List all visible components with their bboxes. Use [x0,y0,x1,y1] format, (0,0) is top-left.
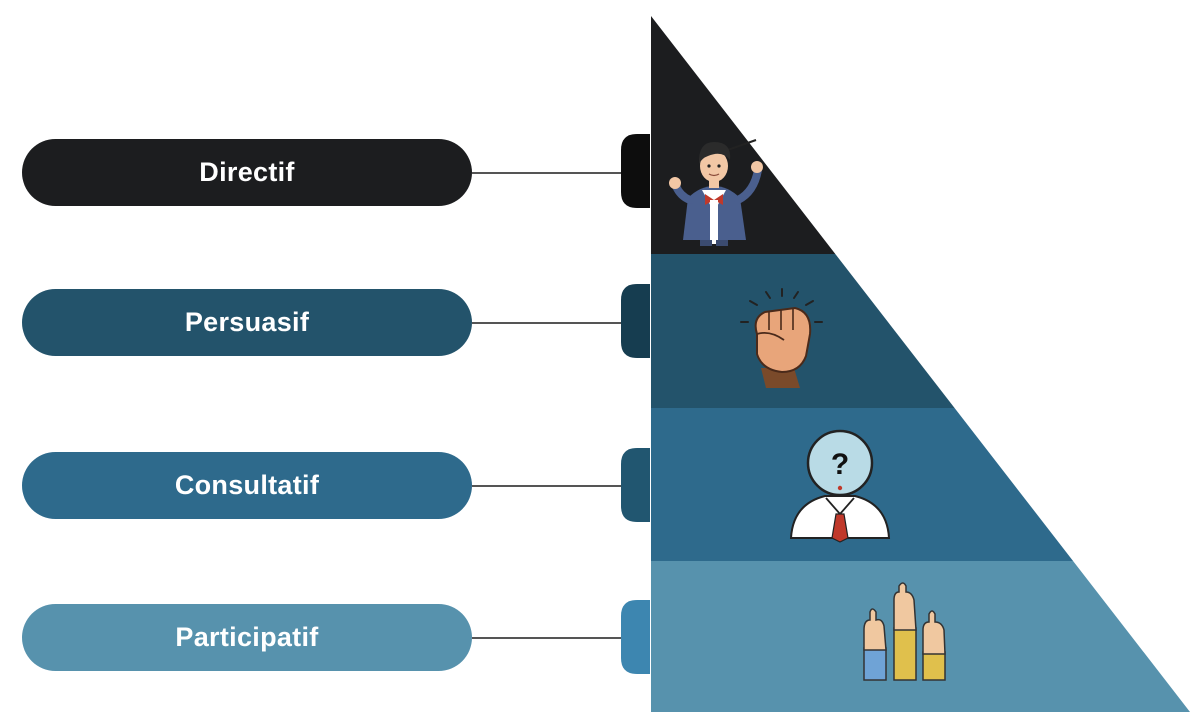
pyramid-band-persuasif [651,254,1190,408]
level-label: Persuasif [184,307,310,337]
connector-line [472,322,622,324]
side-tab [621,448,650,522]
side-tab [621,284,650,358]
svg-text:?: ? [831,448,849,481]
raised-hands-icon [863,582,946,681]
connector-line [472,485,622,487]
side-tab [621,134,650,208]
level-pill-consultatif: Consultatif [22,452,472,519]
level-pill-participatif: Participatif [22,604,472,671]
raised-fist-icon [740,288,823,388]
level-label: Consultatif [174,470,320,500]
question-head-icon: ? [789,429,891,543]
conductor-man-icon [669,139,763,246]
level-pill-persuasif: Persuasif [22,289,472,356]
side-tab [621,600,650,674]
level-label: Participatif [175,622,319,652]
level-label: Directif [199,157,295,187]
pyramid [651,16,1190,712]
pyramid-band-consultatif [651,408,1190,561]
level-pill-directif: Directif [22,139,472,206]
connector-line [472,172,622,174]
connector-line [472,637,622,639]
